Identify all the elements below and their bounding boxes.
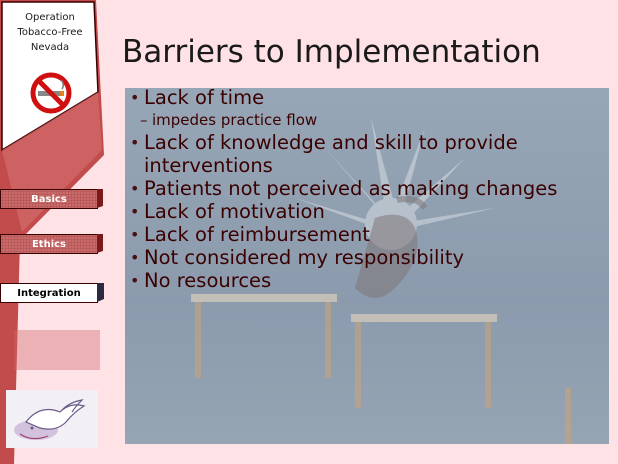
no-smoking-icon — [30, 72, 72, 114]
nav-button-integration[interactable]: Integration — [0, 283, 104, 305]
logo-line-3: Nevada — [30, 42, 70, 53]
sub-bullet-item: impedes practice flow — [130, 109, 612, 131]
bullet-item: Lack of knowledge and skill to provide i… — [130, 131, 612, 177]
nav-edge — [97, 189, 103, 208]
bullet-item: Not considered my responsibility — [130, 246, 612, 269]
nav-edge — [97, 283, 104, 302]
bullet-item: Lack of time — [130, 86, 612, 109]
bullet-list: Lack of time impedes practice flow Lack … — [130, 86, 612, 292]
nav-label-ethics: Ethics — [0, 234, 98, 254]
dove-logo-icon — [6, 390, 98, 448]
slide-title: Barriers to Implementation — [122, 34, 541, 70]
bullet-item: No resources — [130, 269, 612, 292]
bullet-item: Lack of motivation — [130, 200, 612, 223]
bullet-item: Lack of reimbursement — [130, 223, 612, 246]
nav-button-basics[interactable]: Basics — [0, 189, 104, 211]
logo-text: Operation Tobacco-Free Nevada — [4, 10, 96, 55]
nav-label-integration: Integration — [0, 283, 98, 303]
nav-edge — [97, 234, 103, 253]
logo-line-1: Operation — [25, 12, 75, 23]
logo-line-2: Tobacco-Free — [17, 27, 83, 38]
nav-label-basics: Basics — [0, 189, 98, 209]
sidebar: Operation Tobacco-Free Nevada Basics Eth… — [0, 0, 110, 464]
bullet-item: Patients not perceived as making changes — [130, 177, 612, 200]
nav-button-ethics[interactable]: Ethics — [0, 234, 104, 256]
